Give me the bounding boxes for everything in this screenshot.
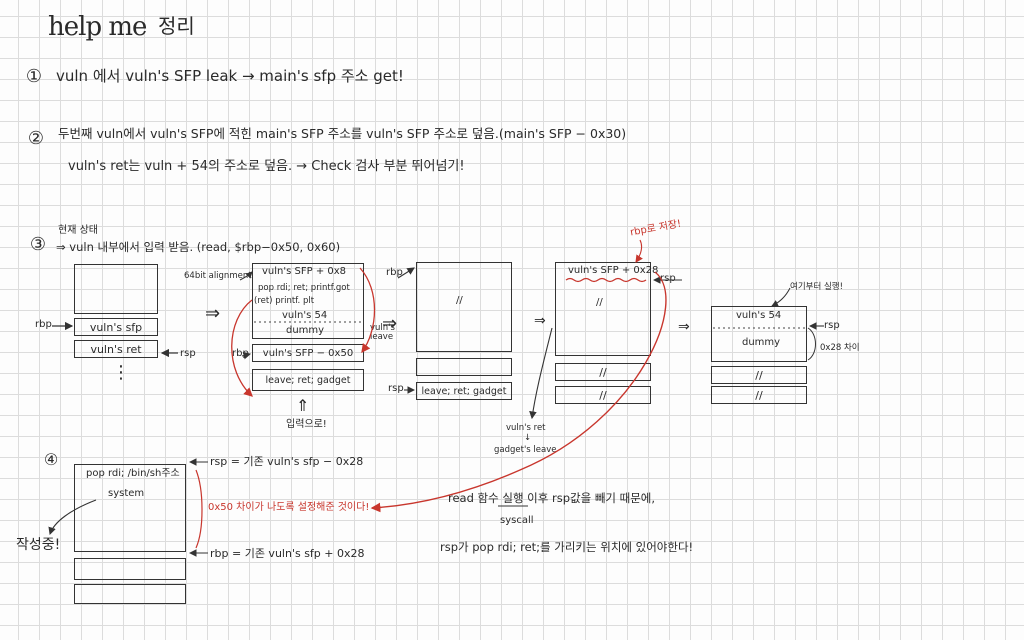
arrow-2: ⇒	[382, 313, 398, 334]
stack-1-rsp-label: rsp	[180, 348, 196, 359]
stack-3-rbp-label: rbp	[386, 267, 403, 278]
stack-2-ret: leave; ret; gadget	[252, 369, 364, 391]
stack-2-input-arrow: ⇑	[296, 396, 310, 415]
step-2-text-2: vuln's ret는 vuln + 54의 주소로 덮음. → Check 검…	[68, 159, 465, 174]
stack-3-frame	[416, 262, 512, 352]
stack-5-brace	[807, 327, 816, 361]
stack-4-mark: //	[596, 297, 603, 308]
stack-6-left-note: 작성중!	[16, 537, 61, 553]
page-title-kr: 정리	[158, 14, 195, 38]
stack-6-line-2: system	[108, 488, 145, 499]
stack-4-ret-note-2: ↓	[524, 433, 532, 443]
stack-6-red-brace	[195, 469, 203, 549]
stack-4-rsp-label: rsp	[660, 273, 676, 284]
stack-6-red-note: 0x50 차이가 나도록 설정해준 것이다!	[208, 502, 370, 513]
stack-4-ret-arrow	[529, 327, 553, 420]
note-read-syscall: read 함수 실행 이후 rsp값을 빼기 때문에,	[448, 491, 656, 505]
stack-4-top: vuln's SFP + 0x28	[568, 265, 659, 276]
stack-2-rbp-label: rbp	[232, 348, 249, 359]
stack-2-frame	[252, 263, 364, 339]
stack-5-frame	[711, 306, 807, 362]
stack-2-red-curve-right	[359, 267, 376, 354]
stack-4-cell-2: //	[555, 386, 651, 404]
stack-3-cell	[416, 358, 512, 376]
stack-2-input-note: 입력으로!	[286, 419, 327, 430]
stack-1-ret: vuln's ret	[74, 340, 158, 358]
arrow-4: ⇒	[678, 319, 690, 335]
alignment-arrow	[239, 271, 253, 281]
step-3-line: ⇒ vuln 내부에서 입력 받음. (read, $rbp−0x50, 0x6…	[56, 240, 341, 254]
vulns-leave-note: vuln's leave	[370, 323, 395, 343]
step-3-number: ③	[29, 233, 47, 255]
step-2-text: 두번째 vuln에서 vuln's SFP에 적힌 main's SFP 주소를…	[58, 126, 627, 141]
stack-4-red-pointer	[635, 239, 643, 263]
step-4-number: ④	[43, 449, 59, 469]
stack-6-rsp-note: rsp = 기존 vuln's sfp − 0x28	[210, 455, 364, 468]
stack-3-ret: leave; ret; gadget	[416, 382, 512, 400]
note-rsp-position: rsp가 pop rdi; ret;를 가리키는 위치에 있어야한다!	[440, 540, 694, 554]
step-2-number: ②	[27, 127, 45, 149]
stack-5-top-pointer	[771, 287, 791, 307]
stack-2-red-curve-left	[231, 299, 253, 397]
stack-2-top: vuln's SFP + 0x8	[262, 266, 347, 277]
stack-5-cell-1: //	[711, 366, 807, 384]
stack-6-frame	[74, 464, 186, 552]
stack-2-line-4: dummy	[286, 325, 325, 336]
stack-6-cell-2	[74, 584, 186, 604]
note-syscall: syscall	[500, 515, 534, 526]
stack-5-note-2: 0x28 차이	[820, 343, 860, 353]
stack-2-line-1: pop rdi; ret; printf.got	[258, 283, 350, 293]
stack-2-line-2: (ret) printf. plt	[254, 296, 315, 306]
stack-3-rbp-arrow	[397, 267, 415, 279]
stack-3-rsp-label: rsp	[388, 383, 404, 394]
stack-4-cell-1: //	[555, 363, 651, 381]
stack-1-frame	[74, 264, 158, 314]
alignment-note: 64bit alignment	[184, 271, 252, 281]
stack-6-left-pointer	[48, 499, 97, 536]
arrow-1: ⇒	[205, 303, 221, 324]
stack-5-cell-2: //	[711, 386, 807, 404]
red-long-arrow	[370, 271, 667, 513]
page-title: help me	[48, 12, 147, 42]
stack-4-frame	[555, 262, 651, 356]
stack-2-line-3: vuln's 54	[282, 310, 328, 321]
arrow-3: ⇒	[534, 313, 546, 329]
stack-6-cell-1	[74, 558, 186, 580]
stack-4-red-wave	[565, 277, 647, 283]
stack-6-rbp-note: rbp = 기존 vuln's sfp + 0x28	[210, 547, 365, 560]
step-1-number: ①	[25, 65, 43, 87]
stack-1-dots: ⋮	[112, 362, 130, 383]
stack-5-rsp-label: rsp	[824, 320, 840, 331]
stack-4-ret-note-1: vuln's ret	[506, 423, 546, 433]
step-1-text: vuln 에서 vuln's SFP leak → main's sfp 주소 …	[56, 67, 404, 85]
stack-6-line-1: pop rdi; /bin/sh주소	[86, 468, 180, 479]
stack-3-mark: //	[456, 295, 463, 306]
stack-2-rbp-arrow	[241, 351, 252, 360]
stack-5-body: dummy	[742, 337, 781, 348]
stack-5-top: vuln's 54	[736, 310, 782, 321]
stack-1-sfp: vuln's sfp	[74, 318, 158, 336]
stack-1-rbp-label: rbp	[35, 319, 52, 330]
stack-4-ret-note-3: gadget's leave	[494, 445, 557, 455]
step-3-header: 현재 상태	[58, 225, 98, 236]
stack-5-note-1: 여기부터 실행!	[790, 282, 844, 292]
